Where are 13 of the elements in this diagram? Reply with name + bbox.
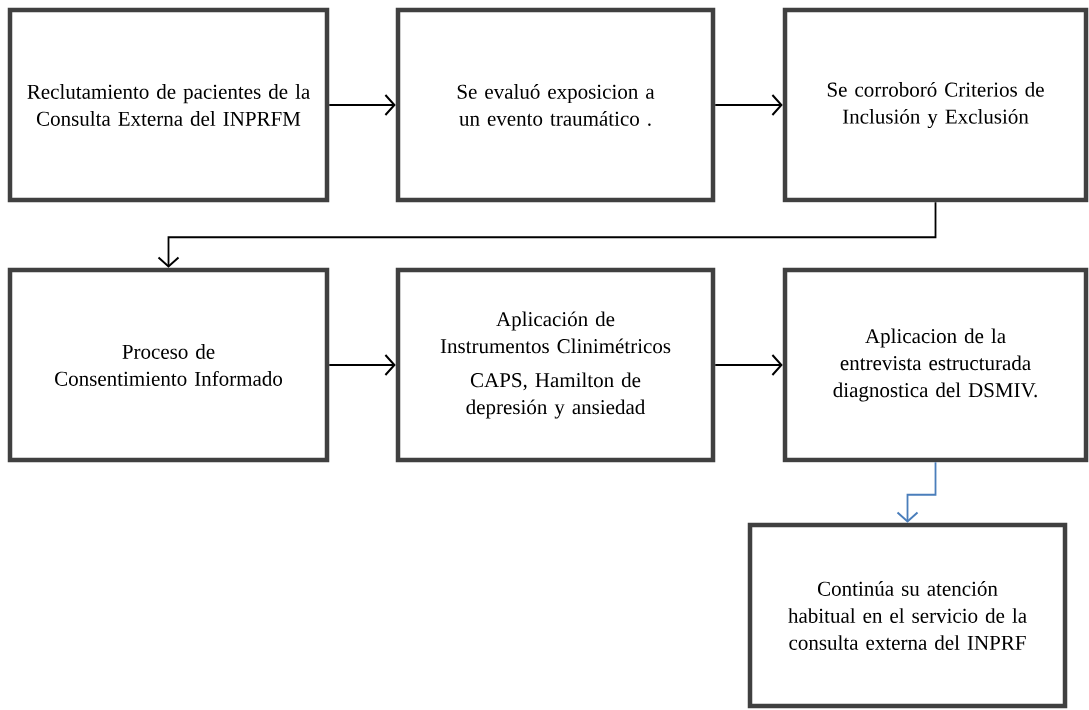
arrow bbox=[328, 354, 396, 376]
process-box: Continúa su atención habitual en el servicio de la consulta externa del INPRF bbox=[747, 522, 1068, 709]
process-box: Aplicacion de la entrevista estructurada diagnostica del DSMIV. bbox=[782, 267, 1089, 463]
arrow bbox=[896, 461, 937, 523]
process-box: Proceso de Consentimiento Informado bbox=[7, 267, 330, 463]
process-box: Se evaluó exposicion a un evento traumático . bbox=[395, 7, 716, 203]
arrow bbox=[714, 94, 783, 116]
arrow bbox=[714, 354, 783, 376]
process-box: Aplicación de Instrumentos Clinimétricos CAPS, Hamilton de depresión y ansiedad bbox=[395, 267, 716, 463]
process-box: Reclutamiento de pacientes de la Consulta Externa del INPRFM bbox=[7, 7, 330, 203]
process-box: Se corroboró Criterios de Inclusión y Exclusión bbox=[782, 7, 1089, 203]
arrow bbox=[157, 201, 937, 268]
arrow bbox=[328, 94, 396, 116]
